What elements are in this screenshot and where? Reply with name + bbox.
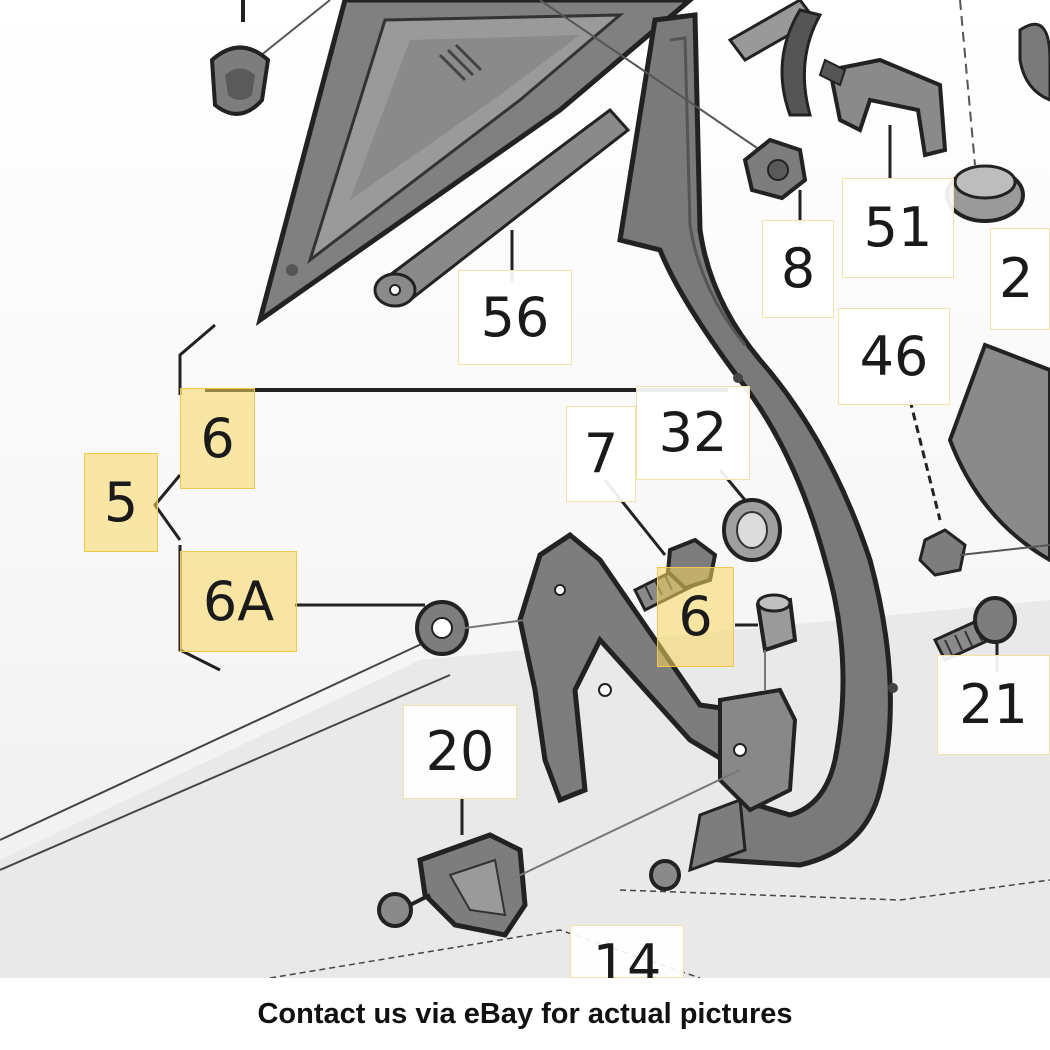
callout-56: 56 [458, 270, 572, 365]
callout-51: 51 [842, 178, 954, 278]
floor-panel [0, 600, 1050, 978]
diagram-artwork [0, 0, 1050, 978]
clip-part-46 [908, 399, 1050, 577]
callout-20: 20 [403, 705, 517, 799]
hinge-arm [617, 12, 898, 868]
cap-part-2 [945, 22, 1050, 223]
callout-21: 21 [937, 655, 1050, 755]
callout-6a: 6A [180, 551, 297, 652]
nut-part-8 [539, 0, 808, 225]
callout-7: 7 [566, 406, 636, 502]
callout-14: 14 [570, 925, 684, 978]
bracket-brace-5 [153, 474, 182, 541]
bolt-part-21 [932, 596, 1017, 672]
bracket-part-20 [377, 769, 741, 938]
callout-46: 46 [838, 308, 950, 405]
bracket-line-top [178, 323, 216, 395]
bracket-part-51 [818, 57, 948, 178]
cable-part [780, 8, 823, 117]
floor-edge-line [0, 639, 431, 841]
footer-text: Contact us via eBay for actual pictures [257, 997, 793, 1030]
triangular-panel [255, 0, 694, 326]
side-panel-right [947, 342, 1050, 563]
callout-2: 2 [990, 228, 1050, 330]
callout-32: 32 [636, 386, 750, 480]
callout-8: 8 [762, 220, 834, 318]
dashed-axis-2 [959, 0, 976, 166]
callout-6-mid: 6 [657, 567, 734, 667]
callout-6-top: 6 [180, 388, 255, 489]
clip-part [209, 0, 331, 116]
parts-diagram: 6 5 6A 56 8 51 2 46 7 32 6 21 20 14 [0, 0, 1050, 978]
bushing-part-32 [718, 469, 782, 562]
floor-edge-line-2 [0, 674, 451, 871]
floor-dashed-outline [619, 879, 1050, 901]
nut-part-6a [295, 600, 526, 656]
bushing-part-6 [735, 593, 798, 690]
footer-banner: Contact us via eBay for actual pictures [0, 978, 1050, 1050]
callout-5: 5 [84, 453, 158, 552]
